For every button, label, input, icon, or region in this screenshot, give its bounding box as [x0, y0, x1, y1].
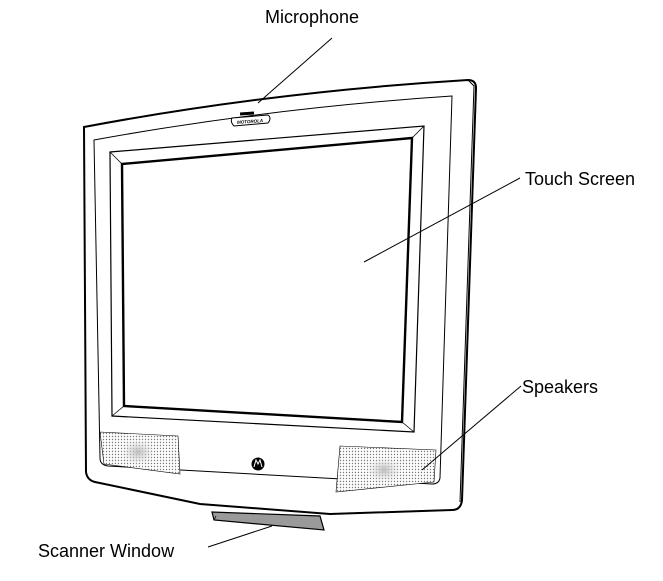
touch-screen-surface [122, 138, 412, 422]
microphone-label: Microphone [265, 8, 359, 26]
touch-screen-label: Touch Screen [525, 170, 635, 188]
scanner-window-leader-line [208, 526, 272, 547]
scanner-window-label: Scanner Window [38, 542, 174, 560]
speakers-label: Speakers [522, 378, 598, 396]
left-speaker-driver [120, 438, 156, 466]
right-speaker-driver [366, 456, 402, 484]
